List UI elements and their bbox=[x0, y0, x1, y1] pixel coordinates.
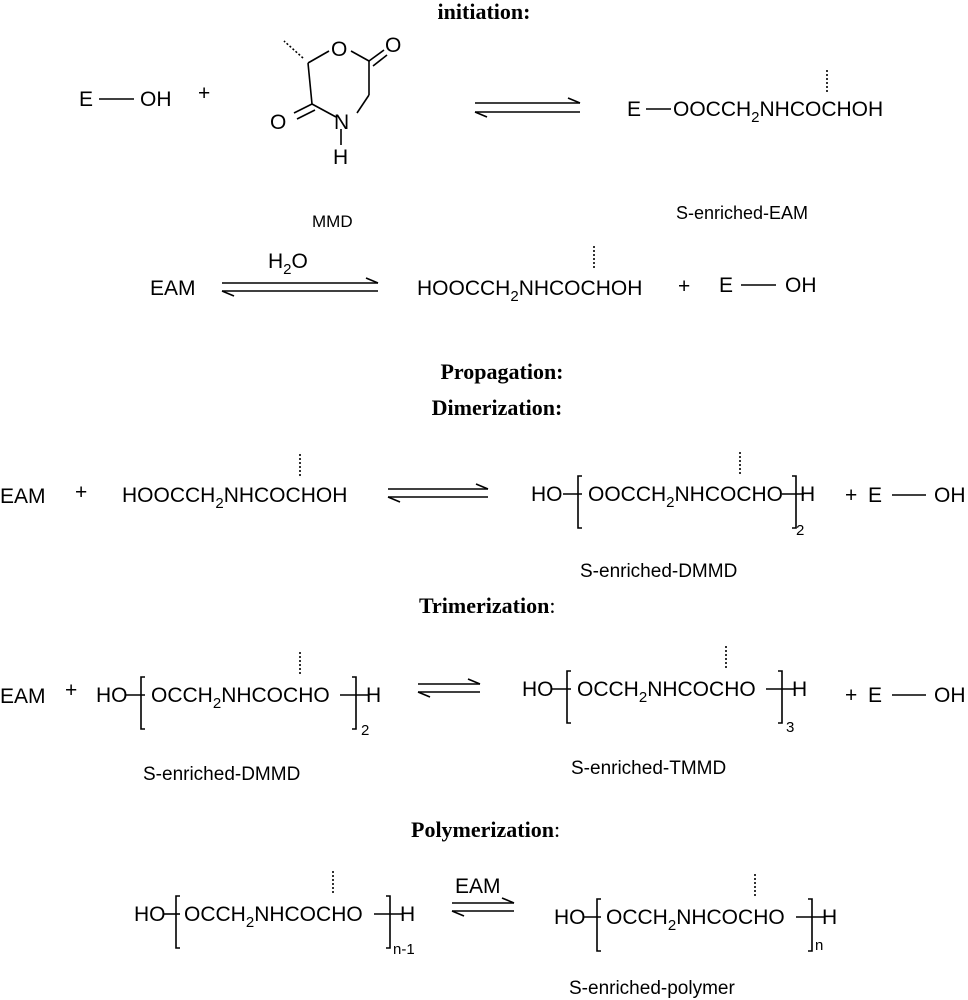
equilibrium-arrow-dimerization bbox=[387, 483, 489, 503]
dimer-repeat-count: 2 bbox=[796, 522, 804, 539]
trimer-reactant-ho: HO bbox=[96, 684, 128, 707]
poly-product-count: n bbox=[815, 937, 823, 954]
ring-oxygen: O bbox=[331, 38, 347, 61]
poly-reactant-h: H bbox=[400, 903, 415, 926]
dimer-bracket-right bbox=[792, 475, 797, 529]
heading-trimerization: Trimerization: bbox=[419, 593, 555, 618]
dimer-product-ho: HO bbox=[531, 483, 563, 506]
dimer-reactant-formula: HOOCCH2NHCOCHOH bbox=[122, 484, 347, 512]
trimer-plus: + bbox=[65, 679, 77, 702]
equilibrium-arrow-trimerization bbox=[417, 678, 481, 698]
equilibrium-arrow-polymerization bbox=[451, 897, 515, 917]
water-reagent: H2O bbox=[268, 250, 308, 278]
trimer-reactant-eam: EAM bbox=[0, 685, 46, 708]
trimer-reactant-h: H bbox=[366, 684, 381, 707]
eam-formula: OOCCH2NHCOCHOH bbox=[673, 98, 883, 126]
reactant-oh: OH bbox=[140, 88, 172, 111]
trimer-product-repeat: OCCH2NHCOCHO bbox=[577, 678, 756, 706]
tmmd-label: S-enriched-TMMD bbox=[571, 758, 726, 779]
dimer-by-e: E bbox=[868, 484, 882, 507]
poly-reactant-ho: HO bbox=[134, 903, 166, 926]
poly-product-h: H bbox=[822, 906, 837, 929]
plus-sign: + bbox=[198, 82, 210, 105]
dimer-reactant-eam: EAM bbox=[0, 485, 46, 508]
hydrolysis-plus: + bbox=[678, 275, 690, 298]
dimer-by-oh: OH bbox=[934, 484, 966, 507]
polymer-label: S-enriched-polymer bbox=[569, 978, 735, 999]
poly-reactant-repeat: OCCH2NHCOCHO bbox=[184, 903, 363, 931]
trimer-product-count: 3 bbox=[786, 719, 794, 736]
trimer-reactant-count: 2 bbox=[361, 722, 369, 739]
dimer-bracket-left bbox=[577, 475, 582, 529]
product-e: E bbox=[627, 98, 641, 121]
equilibrium-arrow-initiation bbox=[474, 97, 581, 118]
dimer-plus: + bbox=[75, 481, 87, 504]
reactant-e: E bbox=[79, 88, 93, 111]
nitrogen-hydrogen: H bbox=[333, 146, 348, 169]
trimer-by-e: E bbox=[868, 684, 882, 707]
trimer-reactant-label: S-enriched-DMMD bbox=[143, 764, 300, 785]
trimer-product-ho: HO bbox=[522, 678, 554, 701]
hydrolysis-e: E bbox=[719, 274, 733, 297]
mmd-label: MMD bbox=[312, 212, 353, 231]
ring-nitrogen: N bbox=[334, 111, 349, 134]
dmmd-label: S-enriched-DMMD bbox=[580, 561, 737, 582]
equilibrium-arrow-hydrolysis bbox=[221, 277, 379, 297]
poly-reagent-eam: EAM bbox=[455, 875, 501, 898]
heading-dimerization: Dimerization: bbox=[432, 395, 563, 420]
heading-polymerization: Polymerization: bbox=[411, 817, 560, 842]
trimer-by-oh: OH bbox=[934, 684, 966, 707]
hydrolysis-product-formula: HOOCCH2NHCOCHOH bbox=[417, 277, 642, 305]
dimer-product-h: H bbox=[800, 483, 815, 506]
trimer-product-h: H bbox=[792, 678, 807, 701]
poly-product-ho: HO bbox=[554, 906, 586, 929]
poly-product-repeat: OCCH2NHCOCHO bbox=[606, 906, 785, 934]
dimer-by-plus: + bbox=[845, 484, 857, 507]
dimer-product-repeat: OOCCH2NHCOCHO bbox=[588, 483, 783, 511]
trimer-by-plus: + bbox=[845, 684, 857, 707]
mmd-ring-structure bbox=[283, 40, 388, 145]
hydrolysis-oh: OH bbox=[785, 274, 817, 297]
eam-label: S-enriched-EAM bbox=[676, 203, 808, 223]
poly-reactant-count: n-1 bbox=[393, 941, 415, 958]
hydrolysis-reactant: EAM bbox=[150, 277, 196, 300]
carbonyl-oxygen-left: O bbox=[270, 111, 286, 134]
carbonyl-oxygen-top: O bbox=[385, 34, 401, 57]
heading-propagation: Propagation: bbox=[440, 359, 563, 384]
trimer-reactant-repeat: OCCH2NHCOCHO bbox=[151, 684, 330, 712]
heading-initiation: initiation: bbox=[438, 0, 531, 24]
